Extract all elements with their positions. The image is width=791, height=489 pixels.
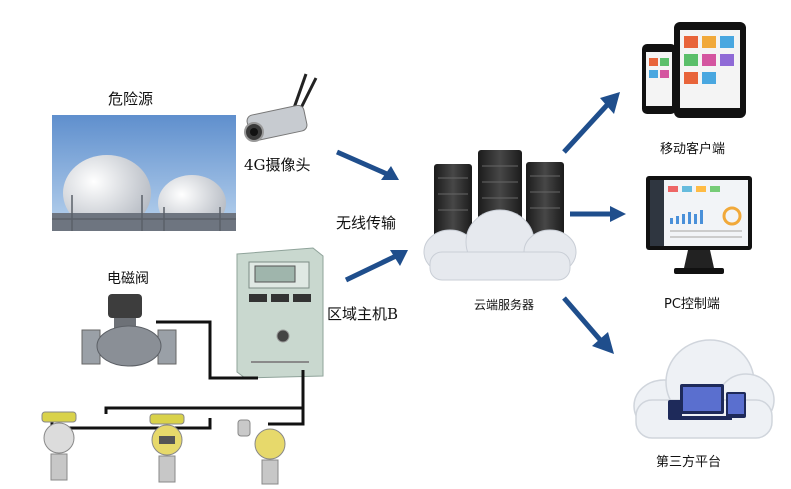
control-cabinet-icon (236, 247, 324, 379)
arrow-cloud-to-pc (570, 206, 626, 222)
solenoid-valve-icon (81, 294, 177, 367)
camera-icon (244, 73, 318, 142)
gas-detector-icon (149, 413, 185, 483)
wireless-label: 无线传输 (336, 214, 397, 232)
gas-detector-icon (41, 411, 77, 481)
host-b-label: 区域主机B (327, 305, 399, 323)
server-cloud-icon (423, 150, 577, 281)
pc-client-label: PC控制端 (664, 297, 720, 312)
arrow-cloud-to-mobile (562, 92, 620, 154)
phone-tablet-icon (642, 22, 746, 118)
camera-4g-label: 4G摄像头 (244, 156, 311, 174)
hazard-source-label: 危险源 (108, 90, 154, 108)
solenoid-valve-label: 电磁阀 (107, 271, 149, 287)
monitor-icon (646, 176, 752, 274)
mobile-client-label: 移动客户端 (660, 142, 726, 157)
cloud-server-label: 云端服务器 (474, 298, 535, 312)
gas-detector-icon (237, 419, 286, 485)
storage-tanks-photo (52, 115, 236, 231)
cloud-devices-icon (633, 339, 775, 439)
arrow-cloud-to-third-party (562, 296, 614, 354)
arrow-host-to-cloud (344, 250, 408, 283)
third-party-label: 第三方平台 (656, 455, 722, 470)
arrow-camera-to-cloud (335, 149, 399, 180)
